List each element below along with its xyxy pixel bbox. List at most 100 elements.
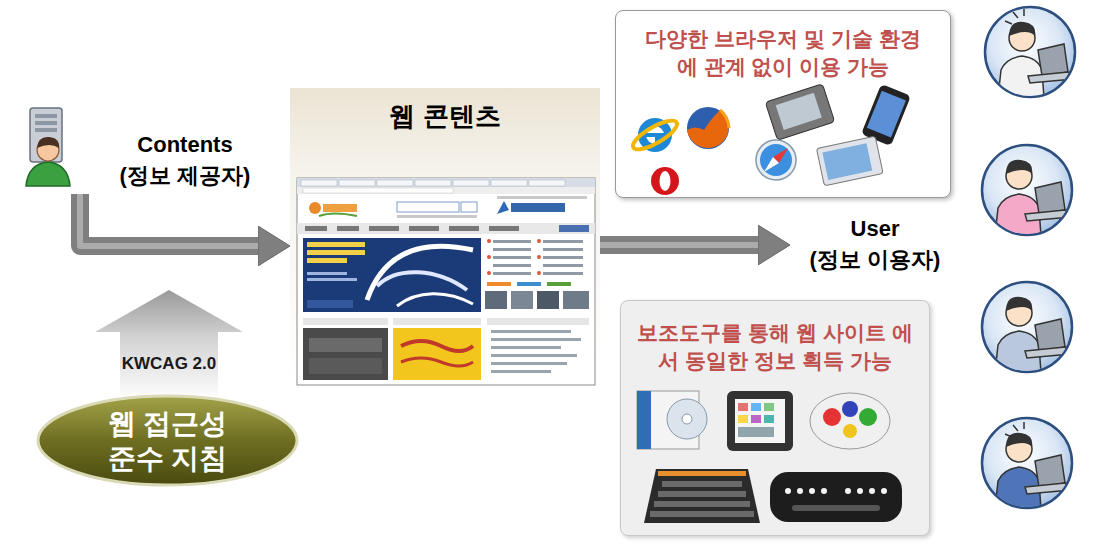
provider-label: Contents(정보 제공자) xyxy=(70,128,300,194)
assistive-device-icons xyxy=(738,403,748,411)
website-screenshot xyxy=(493,256,531,259)
website-screenshot xyxy=(307,258,347,263)
website-screenshot xyxy=(461,202,477,212)
flow-arrow xyxy=(80,194,258,246)
browser-icons xyxy=(655,137,665,145)
browser-icons xyxy=(760,144,792,176)
website-screenshot xyxy=(485,291,507,309)
guideline-arrow xyxy=(95,290,243,395)
website-screenshot xyxy=(493,272,531,275)
website-screenshot xyxy=(489,226,519,231)
website-screenshot xyxy=(511,291,533,309)
website-screenshot xyxy=(491,354,577,357)
browser-icons xyxy=(651,167,679,195)
assistive-device-icons xyxy=(809,488,815,494)
assistive-device-icons xyxy=(823,408,841,426)
assistive-device-icons xyxy=(667,399,707,439)
website-screenshot xyxy=(543,240,583,243)
website-screenshot xyxy=(529,180,565,186)
device-icons xyxy=(822,143,872,180)
browser-icons xyxy=(629,116,680,155)
assistive-device-icons xyxy=(735,399,785,443)
user-icons xyxy=(1005,9,1024,24)
website-screenshot xyxy=(537,271,541,275)
website-screenshot xyxy=(309,358,382,374)
user-icons xyxy=(982,145,1072,236)
website-screenshot xyxy=(537,255,541,259)
website-screenshot xyxy=(487,255,491,259)
website-screenshot xyxy=(497,196,587,199)
browser-icons xyxy=(660,171,671,191)
assistive-device-icons xyxy=(797,488,803,494)
device-icons xyxy=(816,136,883,186)
website-screenshot xyxy=(401,341,473,351)
assistive-device-icons xyxy=(637,391,699,449)
website-screenshot xyxy=(543,272,583,275)
website-screenshot xyxy=(303,328,388,380)
website-screenshot xyxy=(453,180,489,186)
website-screenshot xyxy=(393,328,481,380)
browser-icons xyxy=(756,140,796,180)
website-screenshot xyxy=(309,338,382,352)
website-screenshot xyxy=(297,178,595,187)
website-screenshot xyxy=(377,180,413,186)
website-screenshot xyxy=(303,188,453,193)
browser-icons xyxy=(629,107,796,195)
assistive-device-icons xyxy=(682,414,692,424)
website-screenshot xyxy=(307,242,365,247)
assistive-device-icons xyxy=(845,488,851,494)
browser-icons xyxy=(638,118,672,152)
node-text: User xyxy=(794,214,956,245)
feature-box: 다양한 브라우저 및 기술 환경에 관계 없이 이용 가능 xyxy=(615,10,951,198)
browser-icons xyxy=(773,148,788,163)
website-screenshot xyxy=(397,202,459,212)
device-icons xyxy=(861,84,911,146)
provider-icon xyxy=(35,114,57,118)
website-screenshot xyxy=(487,271,491,275)
browser-icons xyxy=(687,107,729,149)
website-screenshot xyxy=(543,248,583,251)
assistive-device-icons xyxy=(785,488,887,494)
node-text: Contents xyxy=(74,130,296,161)
website-screenshot xyxy=(397,294,473,306)
website-screenshot xyxy=(491,330,571,333)
website-screenshot xyxy=(491,330,581,373)
website-screenshot xyxy=(493,240,583,275)
website-screenshot xyxy=(305,226,327,231)
website-screenshot xyxy=(369,226,399,231)
website-screenshot xyxy=(393,318,481,325)
assistive-device-icons xyxy=(738,427,774,437)
user-icons xyxy=(982,7,1075,509)
browser-icons xyxy=(687,110,729,148)
assistive-device-icons xyxy=(764,415,774,423)
assistive-device-icons xyxy=(637,391,902,523)
website-screenshot xyxy=(543,256,583,259)
arrow-shaft xyxy=(600,236,758,254)
provider-icon xyxy=(35,128,57,132)
guideline-arrow xyxy=(95,290,243,395)
website-screenshot xyxy=(377,272,467,290)
node-text: (정보 이용자) xyxy=(794,245,956,276)
node-text: 웹 콘텐츠 xyxy=(290,100,600,134)
website-screenshot xyxy=(301,180,337,186)
website-screenshot xyxy=(401,358,473,366)
assistive-device-icons xyxy=(662,481,742,487)
website-screenshot xyxy=(297,178,595,385)
assistive-device-icons xyxy=(857,488,863,494)
assistive-device-icons xyxy=(727,391,793,451)
website-screenshot xyxy=(491,346,561,349)
assistive-device-icons xyxy=(650,481,754,517)
device-icons xyxy=(765,84,834,141)
website-screenshot xyxy=(307,278,357,281)
assistive-device-icons xyxy=(637,391,707,449)
website-screenshot xyxy=(449,226,479,231)
website-screenshot xyxy=(491,362,567,365)
assistive-device-icons xyxy=(810,393,890,449)
assistive-device-icons xyxy=(859,408,877,426)
provider-icon xyxy=(30,108,62,162)
website-screenshot xyxy=(537,239,541,243)
website-screenshot xyxy=(307,300,353,308)
browser-icons xyxy=(756,140,796,180)
node-text: (정보 제공자) xyxy=(74,161,296,192)
